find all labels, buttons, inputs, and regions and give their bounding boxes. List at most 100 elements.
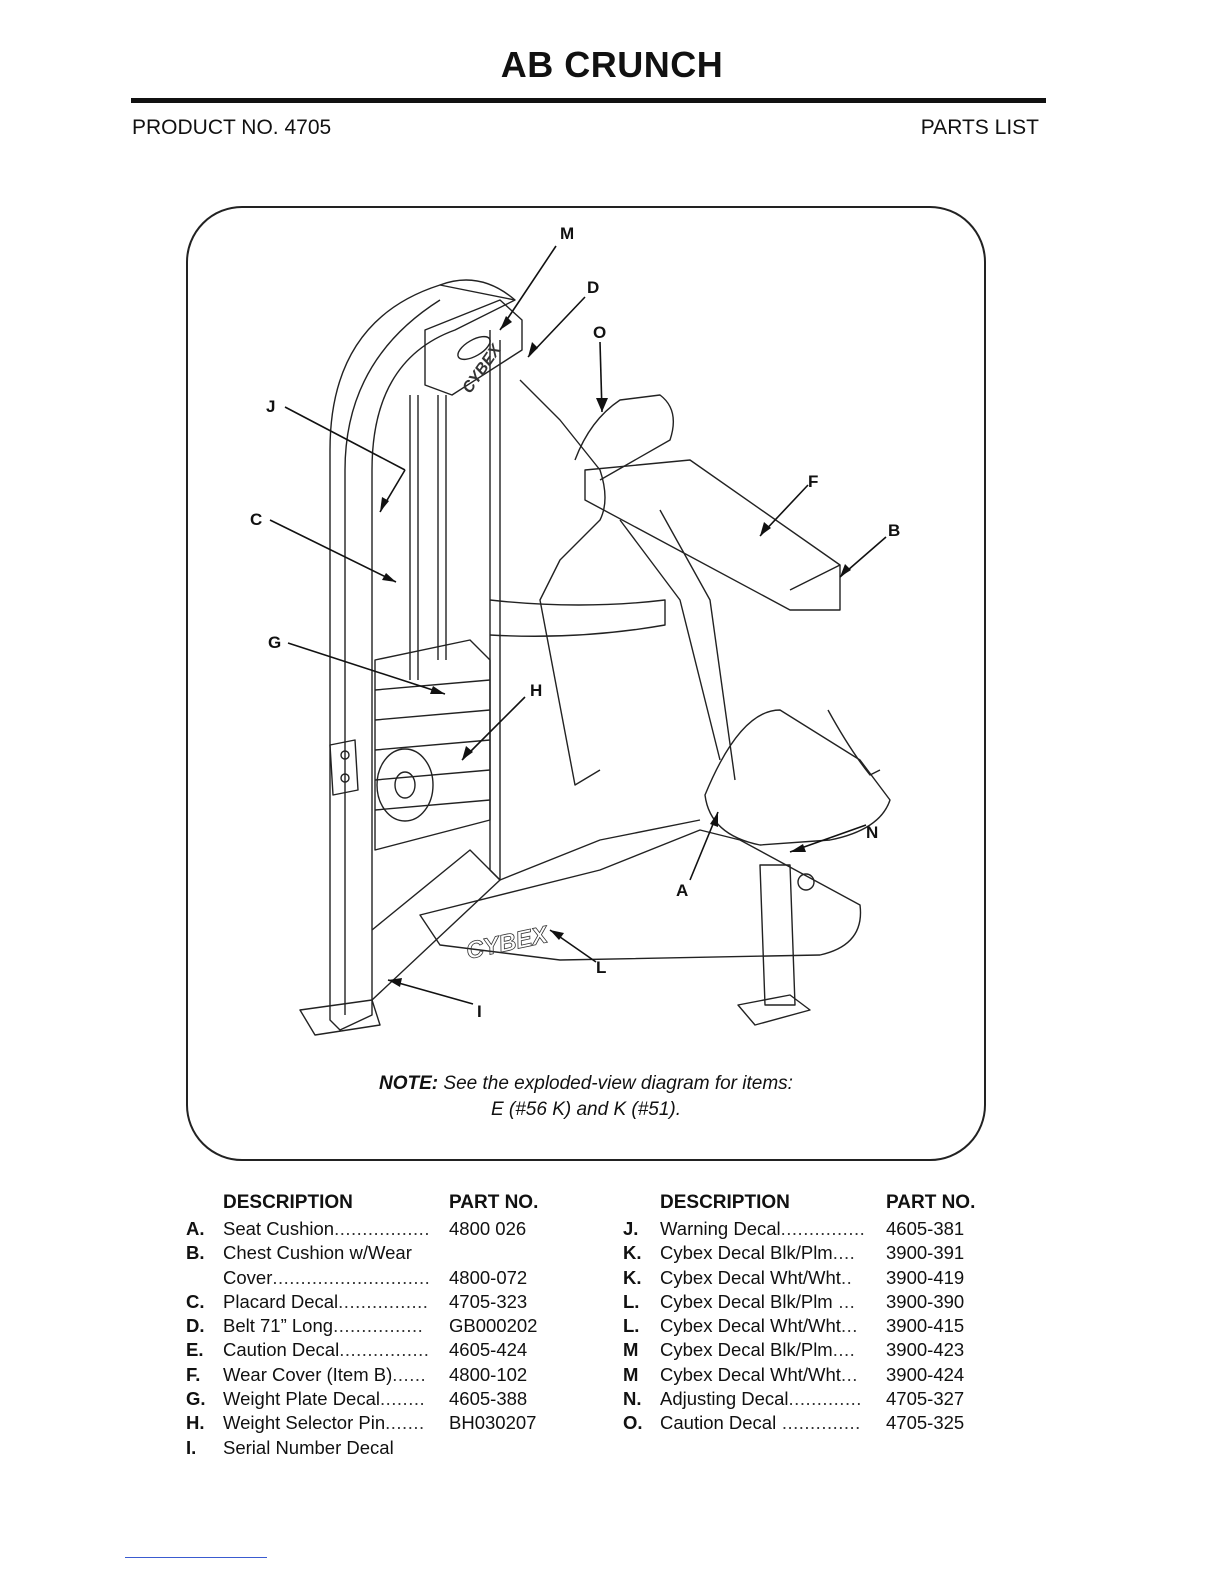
leader-dots: ....... xyxy=(385,1412,425,1434)
leader-dots: ............................ xyxy=(272,1266,431,1288)
footer-rule xyxy=(125,1557,267,1558)
part-letter: K. xyxy=(623,1242,642,1264)
part-description: Weight Plate Decal xyxy=(223,1388,380,1410)
part-number: 4800 026 xyxy=(449,1218,527,1239)
base-rail xyxy=(371,849,501,1001)
description-header: DESCRIPTION xyxy=(660,1192,790,1213)
part-description: Caution Decal xyxy=(223,1339,340,1361)
document-type: PARTS LIST xyxy=(920,116,1039,139)
leader-dots: ................. xyxy=(334,1218,430,1239)
part-description: Chest Cushion w/Wear xyxy=(223,1242,412,1264)
leader-dots: ... xyxy=(832,1290,856,1312)
callout-g: G xyxy=(268,633,281,652)
part-letter: E. xyxy=(186,1339,204,1361)
callout-m: M xyxy=(560,224,574,243)
diagram-frame xyxy=(186,206,986,1161)
callout-c: C xyxy=(250,510,262,529)
callout-o: O xyxy=(593,323,606,342)
callout-d: D xyxy=(587,278,599,297)
part-number: 4605-424 xyxy=(449,1339,528,1361)
part-letter: D. xyxy=(186,1315,205,1337)
part-number: 4800-102 xyxy=(449,1363,528,1385)
title-rule xyxy=(131,98,1046,103)
part-number: 4605-381 xyxy=(886,1218,965,1239)
part-letter: M xyxy=(623,1339,639,1361)
callout-i: I xyxy=(477,1002,482,1021)
leader-dots: ................ xyxy=(339,1339,430,1361)
part-number: 4705-327 xyxy=(886,1388,965,1410)
part-letter: O. xyxy=(623,1412,643,1434)
part-letter: K. xyxy=(623,1266,642,1288)
part-letter: B. xyxy=(186,1242,205,1264)
part-number: 3900-390 xyxy=(886,1290,965,1312)
arm-assembly xyxy=(519,379,606,786)
part-description: Placard Decal xyxy=(223,1290,339,1312)
part-description: Cover xyxy=(223,1266,273,1288)
part-letter: N. xyxy=(623,1388,642,1410)
part-number: 3900-424 xyxy=(886,1363,965,1385)
part-letter: L. xyxy=(623,1315,640,1337)
leader-dots: .............. xyxy=(776,1412,861,1434)
leader-dots: ........ xyxy=(380,1388,426,1410)
part-letter: F. xyxy=(186,1363,201,1385)
part-number: 4605-388 xyxy=(449,1388,528,1410)
seat-post xyxy=(759,864,796,1006)
callout-n: N xyxy=(866,823,878,842)
part-description: Adjusting Decal xyxy=(660,1388,789,1410)
leader-dots: ................ xyxy=(333,1315,424,1337)
part-letter: J. xyxy=(623,1218,639,1239)
part-description: Belt 71” Long xyxy=(223,1315,334,1337)
product-number: PRODUCT NO. 4705 xyxy=(132,116,332,139)
part-letter: H. xyxy=(186,1412,205,1434)
note-text-line1: See the exploded-view diagram for items: xyxy=(438,1073,793,1094)
part-description: Cybex Decal Wht/Wht xyxy=(660,1315,841,1337)
part-letter: L. xyxy=(623,1290,640,1312)
leader-lines xyxy=(269,245,887,1005)
part-description: Weight Selector Pin xyxy=(223,1412,386,1434)
part-number: GB000202 xyxy=(449,1315,538,1337)
leader-dots: .... xyxy=(832,1339,856,1361)
part-description: Caution Decal xyxy=(660,1412,777,1434)
leader-dots: ................ xyxy=(338,1290,429,1312)
arrowheads xyxy=(380,316,851,987)
pulley xyxy=(376,748,434,822)
part-number: 4705-323 xyxy=(449,1290,528,1312)
leader-dots: ... xyxy=(840,1363,858,1385)
partno-header: PART NO. xyxy=(886,1192,976,1213)
part-number: 4800-072 xyxy=(449,1266,528,1288)
page-title: AB CRUNCH xyxy=(500,44,724,85)
part-letter: G. xyxy=(186,1388,206,1410)
machine-drawing xyxy=(299,279,891,1036)
part-description: Seat Cushion xyxy=(223,1218,335,1239)
part-letter: A. xyxy=(186,1218,205,1239)
part-description: Cybex Decal Blk/Plm xyxy=(660,1242,833,1264)
part-number: 3900-423 xyxy=(886,1339,965,1361)
brand-decal-top: CYBEX xyxy=(459,341,505,397)
leader-dots: ............... xyxy=(780,1218,866,1239)
note-text-line2: E (#56 K) and K (#51). xyxy=(490,1099,682,1120)
part-number: 3900-391 xyxy=(886,1242,965,1264)
callout-l: L xyxy=(596,958,606,977)
callout-a: A xyxy=(676,881,688,900)
part-number: 3900-415 xyxy=(886,1315,965,1337)
part-number: 4705-325 xyxy=(886,1412,965,1434)
leader-dots: .. xyxy=(840,1266,853,1288)
part-description: Cybex Decal Wht/Wht xyxy=(660,1363,841,1385)
leader-dots: ... xyxy=(840,1315,858,1337)
part-description: Serial Number Decal xyxy=(223,1436,394,1458)
part-description: Cybex Decal Blk/Plm xyxy=(660,1290,833,1312)
head-plate xyxy=(424,299,523,396)
leader-dots: ............. xyxy=(788,1388,862,1410)
part-description: Cybex Decal Blk/Plm xyxy=(660,1339,833,1361)
part-description: Warning Decal xyxy=(660,1218,781,1239)
leader-dots: ...... xyxy=(392,1363,427,1385)
note-label: NOTE: xyxy=(379,1073,439,1094)
part-description: Wear Cover (Item B) xyxy=(223,1363,393,1385)
seat xyxy=(704,709,891,846)
part-letter: C. xyxy=(186,1290,205,1312)
part-letter: I. xyxy=(186,1436,197,1458)
callout-j: J xyxy=(266,397,275,416)
callout-b: B xyxy=(888,521,900,540)
callout-f: F xyxy=(808,472,818,491)
